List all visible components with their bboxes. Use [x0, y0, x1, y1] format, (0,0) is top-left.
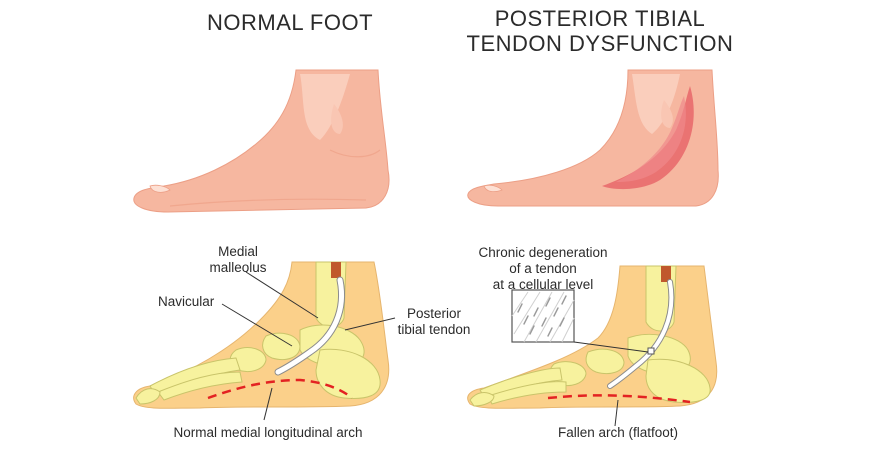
normal-arch-line: [207, 378, 353, 400]
normal-foot-title: NORMAL FOOT: [206, 10, 374, 35]
tibia-marrow-pttd: [661, 266, 671, 282]
label-medial-malleolus: Medial malleolus: [209, 244, 267, 275]
degeneration-inset: [511, 289, 655, 355]
label-normal-arch: Normal medial longitudinal arch: [173, 425, 363, 440]
pttd-foot-exterior: [467, 69, 719, 207]
normal-foot-exterior: [133, 69, 390, 213]
label-chronic-degeneration: Chronic degeneration of a tendon at a ce…: [478, 245, 608, 292]
normal-foot-section: [133, 261, 396, 421]
label-fallen-arch: Fallen arch (flatfoot): [557, 425, 679, 440]
ptt-dysfunction-title: POSTERIOR TIBIAL TENDON DYSFUNCTION: [466, 6, 734, 56]
label-posterior-tibial-tendon: Posterior tibial tendon: [397, 306, 471, 337]
label-navicular: Navicular: [158, 294, 215, 309]
pttd-foot-section: [467, 265, 718, 427]
fallen-arch-line: [547, 394, 691, 404]
tibia-marrow: [331, 262, 341, 278]
